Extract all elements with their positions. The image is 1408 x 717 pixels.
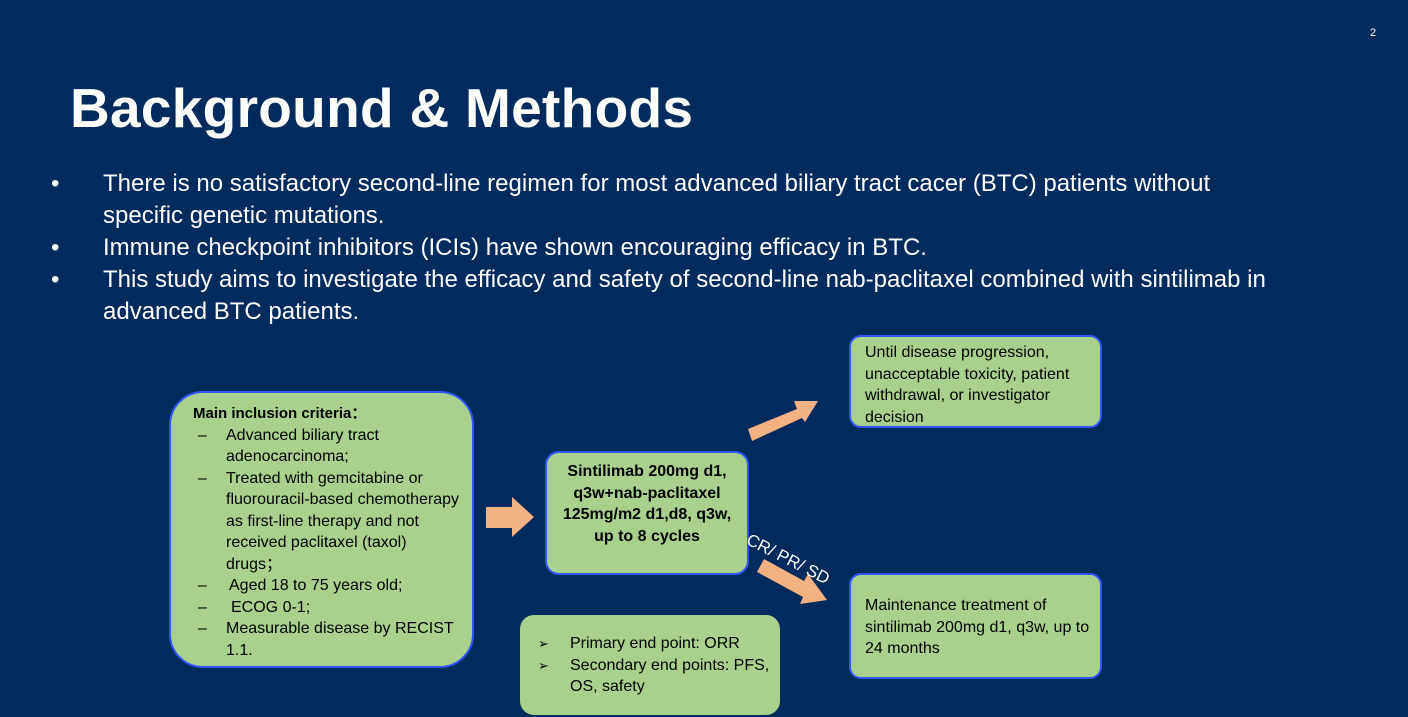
endpoint-text: Secondary end points: PFS, OS, safety — [570, 656, 770, 696]
endpoints-list: ➢ Primary end point: ORR ➢ Secondary end… — [536, 633, 770, 698]
criteria-item: – Treated with gemcitabine or fluorourac… — [193, 468, 462, 576]
dash-marker: – — [198, 577, 207, 594]
bullet-item: • There is no satisfactory second-line r… — [46, 168, 1296, 232]
endpoint-item: ➢ Primary end point: ORR — [536, 633, 770, 655]
bullet-item: • Immune checkpoint inhibitors (ICIs) ha… — [46, 232, 1296, 264]
bullet-text: Immune checkpoint inhibitors (ICIs) have… — [103, 234, 927, 261]
discontinuation-text: Until disease progression, unacceptable … — [865, 344, 1070, 426]
criteria-text: Aged 18 to 75 years old; — [229, 577, 403, 594]
inclusion-criteria-heading: Main inclusion criteria： — [193, 405, 367, 422]
arrowhead-bullet-icon: ➢ — [538, 636, 549, 651]
bullet-item: • This study aims to investigate the eff… — [46, 264, 1296, 328]
endpoint-text: Primary end point: ORR — [570, 635, 740, 652]
background-bullet-list: • There is no satisfactory second-line r… — [46, 168, 1296, 328]
arrowhead-bullet-icon: ➢ — [538, 657, 549, 673]
treatment-regimen-box: Sintilimab 200mg d1, q3w+nab-paclitaxel … — [545, 451, 749, 575]
arrow-to-until-icon — [748, 401, 818, 441]
inclusion-criteria-list: – Advanced biliary tract adenocarcinoma;… — [193, 425, 462, 662]
slide-title: Background & Methods — [70, 77, 694, 139]
maintenance-text: Maintenance treatment of sintilimab 200m… — [865, 597, 1090, 657]
endpoints-box: ➢ Primary end point: ORR ➢ Secondary end… — [520, 615, 780, 715]
arrow-to-regimen-icon — [486, 497, 534, 537]
criteria-item: – Advanced biliary tract adenocarcinoma; — [193, 425, 462, 468]
bullet-marker: • — [51, 170, 60, 197]
criteria-text: ECOG 0-1; — [231, 598, 311, 616]
criteria-item: – ECOG 0-1; — [193, 597, 462, 619]
maintenance-box: Maintenance treatment of sintilimab 200m… — [849, 573, 1102, 679]
page-number: 2 — [1370, 27, 1377, 39]
dash-marker: – — [198, 426, 207, 444]
bullet-text: There is no satisfactory second-line reg… — [103, 170, 1211, 229]
criteria-item: – Aged 18 to 75 years old; — [193, 575, 462, 597]
bullet-text: This study aims to investigate the effic… — [103, 266, 1266, 325]
bullet-marker: • — [51, 234, 60, 261]
regimen-text: Sintilimab 200mg d1, q3w+nab-paclitaxel … — [562, 463, 732, 545]
dash-marker: – — [198, 598, 207, 616]
dash-marker: – — [198, 620, 207, 637]
endpoint-item: ➢ Secondary end points: PFS, OS, safety — [536, 655, 770, 698]
criteria-text: Treated with gemcitabine or fluorouracil… — [226, 469, 460, 573]
criteria-text: Advanced biliary tract adenocarcinoma; — [226, 426, 379, 466]
criteria-text: Measurable disease by RECIST 1.1. — [226, 620, 454, 659]
discontinuation-box: Until disease progression, unacceptable … — [849, 335, 1102, 428]
criteria-item: – Measurable disease by RECIST 1.1. — [193, 618, 462, 661]
bullet-marker: • — [51, 266, 60, 293]
inclusion-criteria-box: Main inclusion criteria： – Advanced bili… — [169, 391, 474, 668]
arrow-to-maintenance-icon — [757, 559, 827, 604]
dash-marker: – — [198, 469, 207, 487]
